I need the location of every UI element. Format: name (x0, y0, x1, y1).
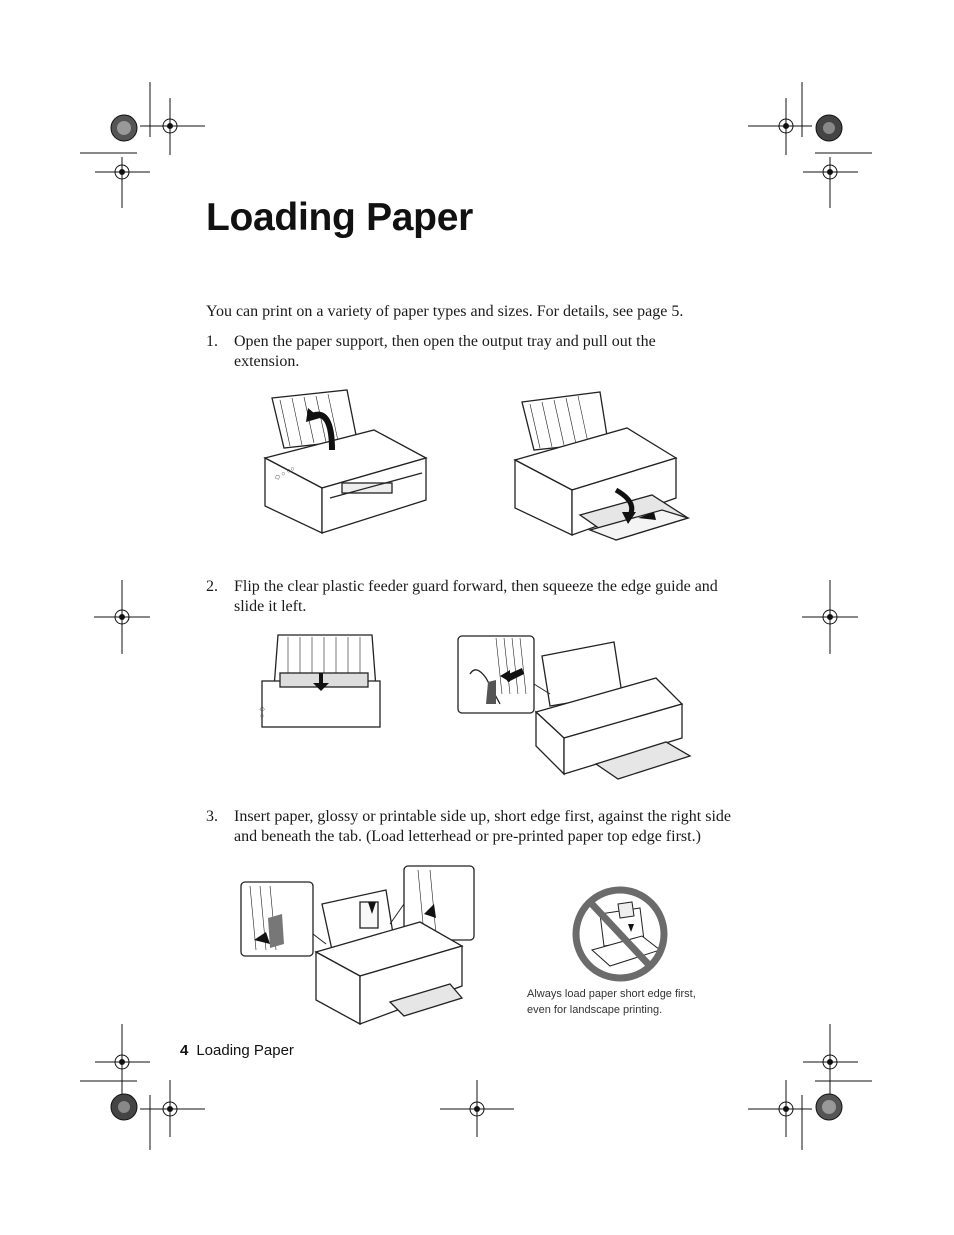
intro-paragraph: You can print on a variety of paper type… (206, 303, 684, 320)
step-3: 3. Insert paper, glossy or printable sid… (206, 807, 766, 851)
page-footer: 4 Loading Paper (180, 1042, 294, 1059)
svg-text:○ ◇: ○ ◇ (259, 706, 266, 718)
step-2: 2. Flip the clear plastic feeder guard f… (206, 577, 766, 621)
feeder-guard-illustration: ○ ◇ (259, 634, 381, 728)
step-text: Open the paper support, then open the ou… (234, 333, 656, 370)
step-text: Flip the clear plastic feeder guard forw… (234, 578, 718, 615)
step-1: 1. Open the paper support, then open the… (206, 332, 766, 376)
page-number: 4 (180, 1042, 189, 1059)
step-number: 1. (206, 333, 218, 350)
step-text: Insert paper, glossy or printable side u… (234, 808, 732, 845)
page-title: Loading Paper (206, 196, 473, 239)
printer-open-support-illustration: ◇ ○ ○○ (263, 389, 428, 535)
step-number: 2. (206, 578, 218, 595)
printer-tray-extended-illustration (513, 391, 691, 541)
prohibited-landscape-illustration (572, 886, 668, 982)
insert-paper-illustration (240, 865, 475, 1026)
edge-guide-illustration (457, 635, 692, 780)
step-number: 3. (206, 808, 218, 825)
footer-section-title: Loading Paper (196, 1042, 294, 1059)
figure-caption: Always load paper short edge first, even… (527, 988, 696, 1016)
